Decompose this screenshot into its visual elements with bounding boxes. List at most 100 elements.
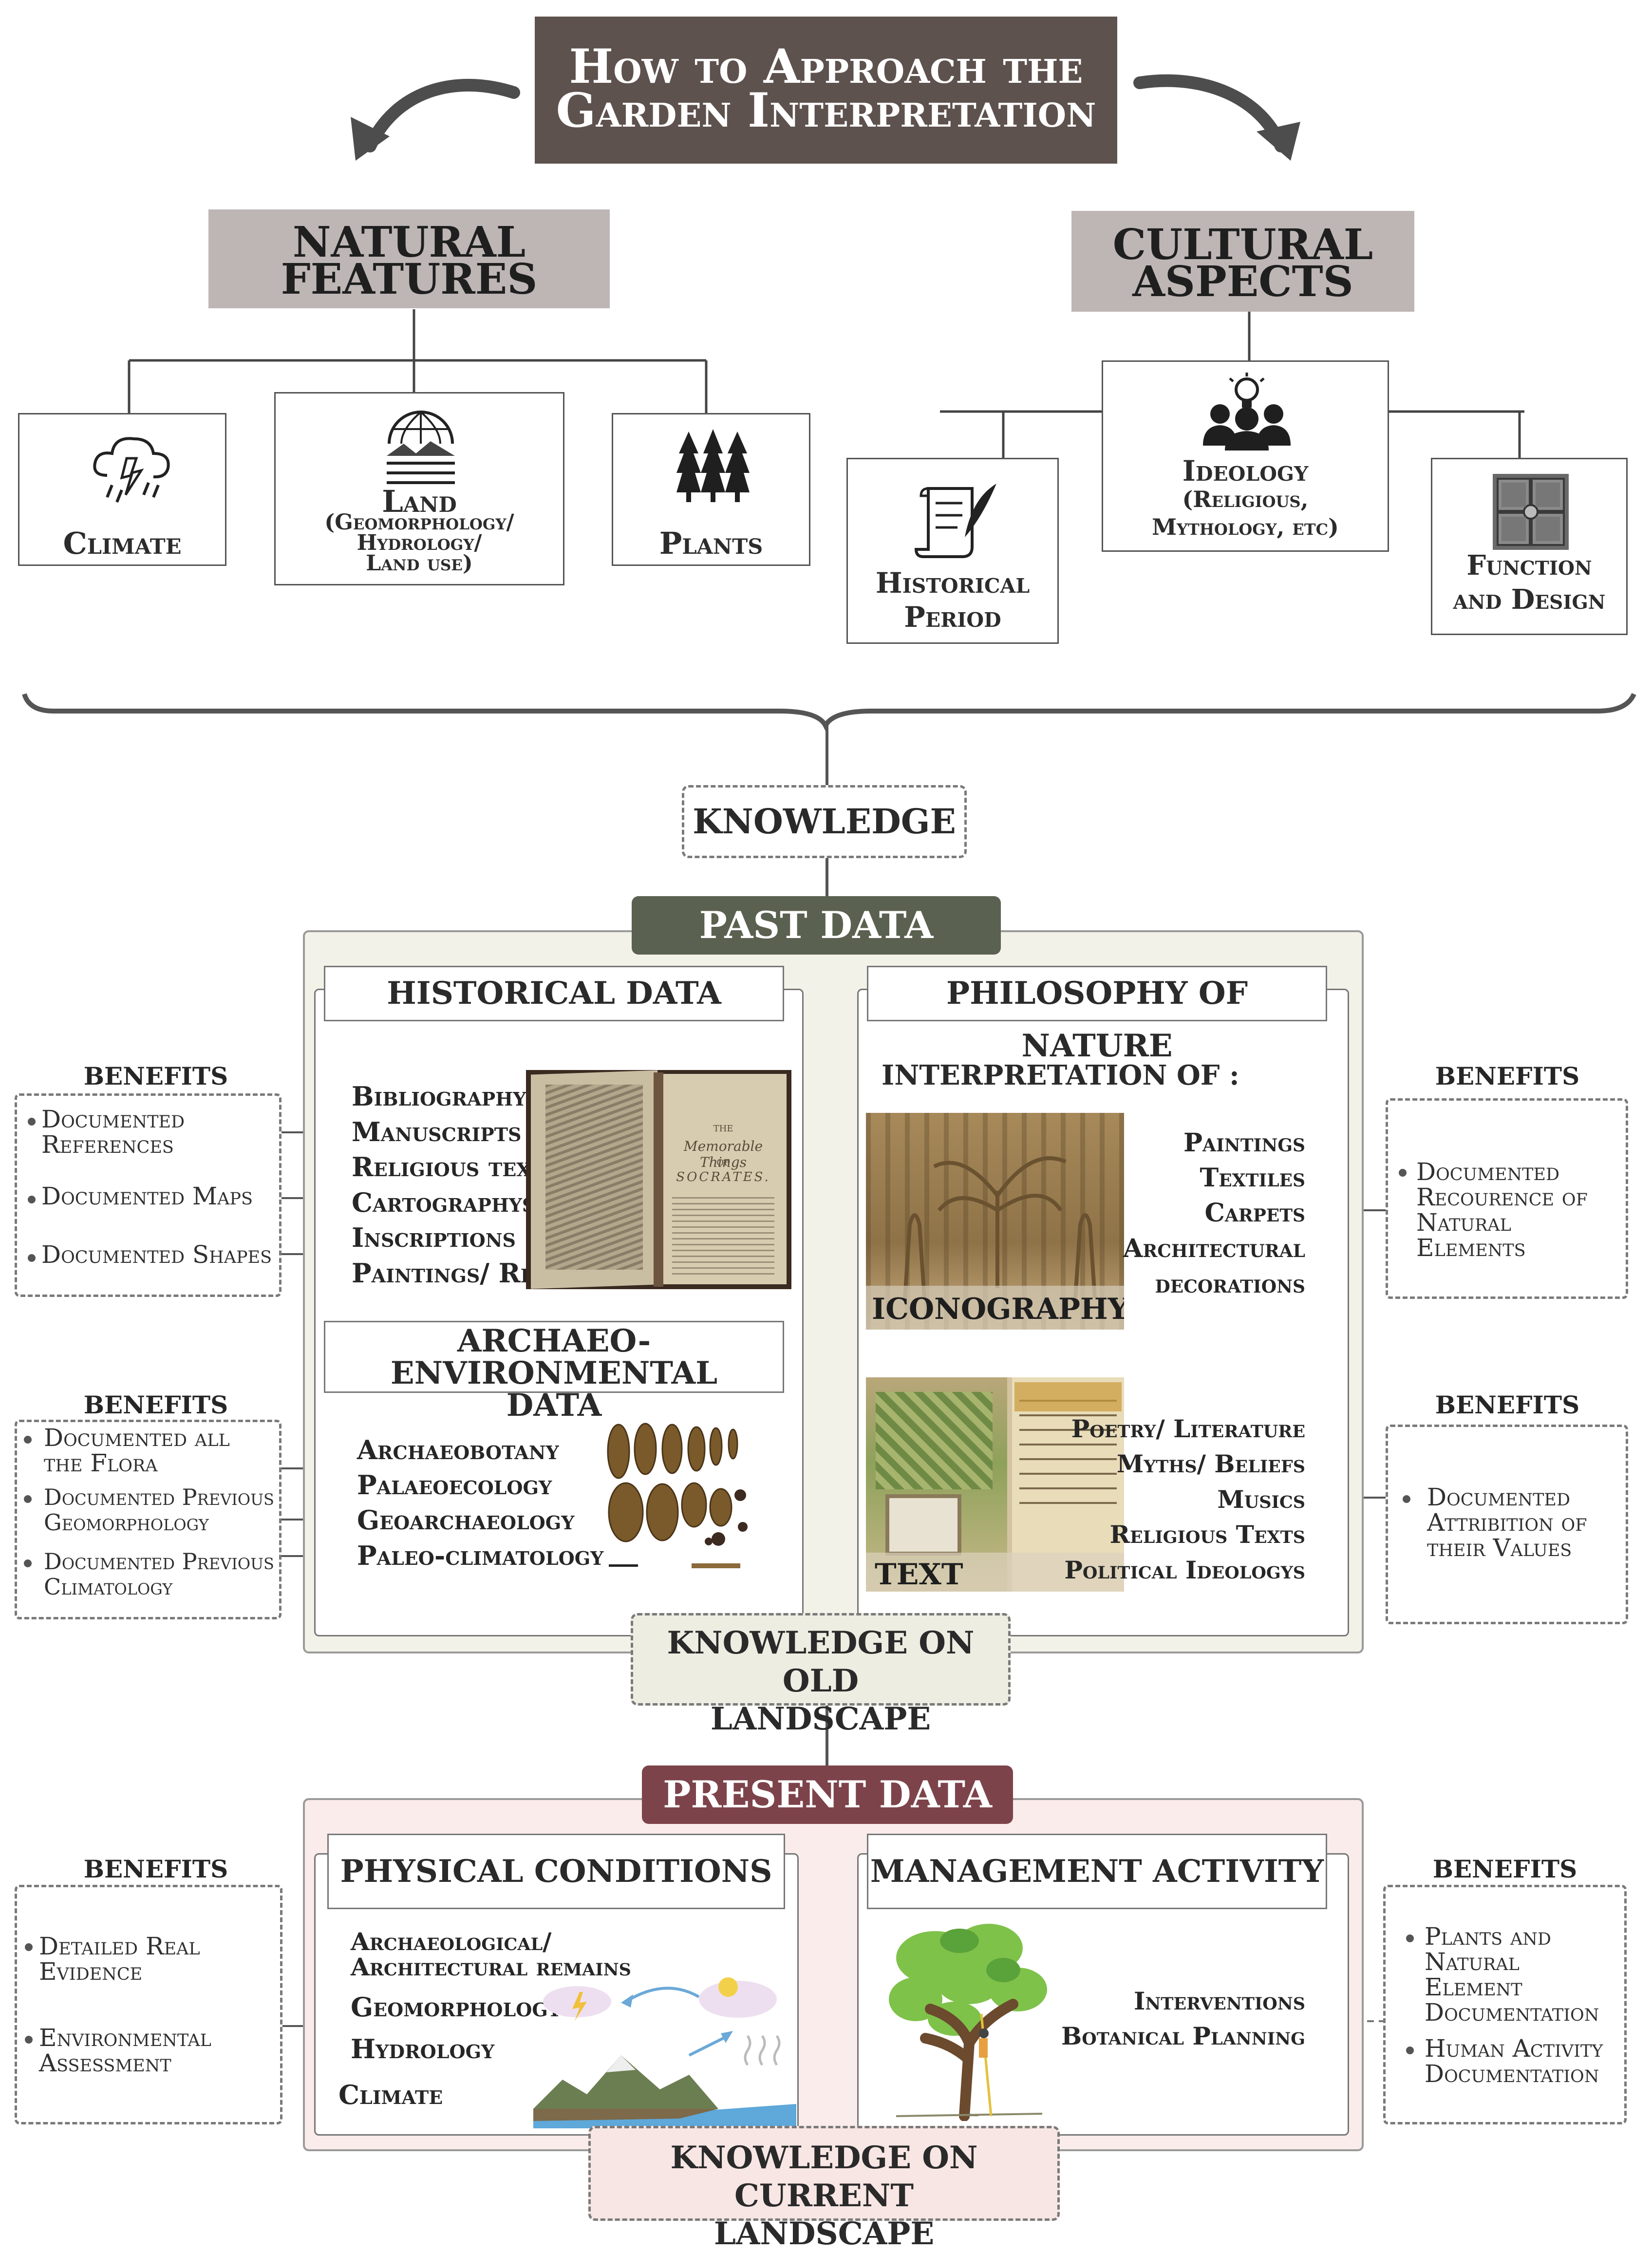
climate-label: Climate — [63, 526, 182, 561]
management-item-2: Botanical Planning — [1061, 2022, 1305, 2050]
land-sub1: (Geomorphology/ — [324, 510, 514, 535]
book-text-2: Memorable Things — [683, 1138, 763, 1170]
archaeo-data-title: ARCHAEO-ENVIRONMENTAL DATA — [324, 1321, 784, 1422]
past-data-title: PAST DATA — [632, 896, 1001, 955]
tree-icon — [889, 1924, 1047, 2121]
text-item-5: Political Ideologys — [1064, 1556, 1305, 1584]
book-text-3: OF — [716, 1158, 730, 1168]
natural-features-line2: FEATURES — [281, 255, 538, 304]
benefit-text-1: Documented Attribition of their Values — [1427, 1483, 1587, 1562]
pine-trees-icon — [676, 429, 750, 502]
iconography-item-2: Textiles — [1200, 1163, 1305, 1193]
iconography-item-1: Paintings — [1183, 1128, 1305, 1158]
benefits-historical-box: Documented References Documented Maps Do… — [15, 1093, 282, 1297]
text-item-1: Poetry/ Literature — [1071, 1414, 1305, 1443]
land-sub3: Land use) — [366, 551, 473, 576]
historical-item-5: Inscriptions — [352, 1222, 516, 1253]
benefit-management-2: Human Activity Documentation — [1425, 2034, 1603, 2088]
benefits-physical-head: BENEFITS — [83, 1855, 228, 1883]
benefit-management-1: Plants and Natural Element Documentation — [1425, 1922, 1599, 2027]
old-book-image: THE Memorable Things OF SOCRATES. — [526, 1070, 791, 1289]
natural-features-line1: NATURAL — [292, 218, 526, 267]
scroll-quill-icon — [914, 484, 996, 558]
benefit-historical-3: Documented Shapes — [41, 1240, 272, 1269]
text-item-2: Myths/ Beliefs — [1116, 1449, 1305, 1478]
cultural-aspects-line2: ASPECTS — [1132, 257, 1353, 306]
physical-item-3: Geomorphology — [351, 1991, 561, 2023]
main-title-line1: How to Approach the — [569, 39, 1083, 94]
present-data-title: PRESENT DATA — [642, 1765, 1013, 1824]
archaeo-item-2: Palaeoecology — [357, 1469, 552, 1501]
benefits-management-head: BENEFITS — [1432, 1855, 1577, 1883]
benefits-archaeo-box: Documented all the Flora Documented Prev… — [15, 1420, 282, 1619]
interpretation-label: INTERPRETATION OF : — [882, 1059, 1239, 1091]
knowledge-label: KNOWLEDGE — [693, 801, 956, 842]
benefit-archaeo-2: Documented Previous Geomorphology — [44, 1484, 274, 1536]
storm-cloud-icon — [93, 437, 170, 503]
knowledge-old-landscape-box: KNOWLEDGE ON OLD LANDSCAPE — [631, 1613, 1011, 1737]
benefit-physical-2: Environmental Assessment — [39, 2024, 211, 2077]
archaeobotany-seeds-image — [607, 1423, 748, 1568]
ideology-label: Ideology — [1182, 454, 1309, 488]
knowledge-old-line2: LANDSCAPE — [710, 1701, 931, 1737]
knowledge-box: KNOWLEDGE — [682, 785, 967, 858]
knowledge-current-line1: KNOWLEDGE ON CURRENT — [670, 2140, 978, 2214]
physical-item-1: Archaeological/ — [351, 1927, 552, 1956]
archaeo-item-1: Archaeobotany — [357, 1434, 559, 1465]
physical-item-4: Hydrology — [351, 2033, 495, 2065]
iconography-item-4: Architectural — [1123, 1234, 1305, 1263]
iconography-relief-image: ICONOGRAPHY — [866, 1113, 1124, 1330]
historical-item-2: Manuscripts — [352, 1116, 522, 1147]
iconography-label: ICONOGRAPHY — [872, 1292, 1124, 1326]
knowledge-current-line2: LANDSCAPE — [713, 2215, 935, 2252]
physical-item-2: Architectural remains — [351, 1953, 631, 1981]
benefit-historical-2: Documented Maps — [41, 1182, 253, 1210]
text-manuscript-image: TEXT — [866, 1377, 1124, 1592]
ideology-sub1: (Religious, — [1182, 486, 1309, 512]
philosophy-title: PHILOSOPHY OF NATURE — [867, 966, 1327, 1064]
land-label: Land — [382, 484, 457, 519]
plants-box: Plants — [612, 413, 810, 566]
iconography-item-5: decorations — [1155, 1269, 1305, 1299]
garden-plan-icon — [1493, 474, 1569, 550]
archaeo-title-line2: DATA — [506, 1387, 602, 1424]
cultural-aspects-line1: CULTURAL — [1112, 220, 1373, 269]
benefit-physical-1: Detailed Real Evidence — [39, 1932, 200, 1986]
ideology-sub2: Mythology, etc) — [1152, 514, 1339, 540]
historical-item-1: Bibliography — [352, 1081, 526, 1112]
historical-data-title: HISTORICAL DATA — [324, 966, 784, 1021]
land-box: Land (Geomorphology/ Hydrology/ Land use… — [274, 392, 564, 585]
historical-period-line2: Period — [904, 601, 1001, 634]
ideology-box: Ideology (Religious, Mythology, etc) — [1102, 360, 1389, 552]
natural-features-heading: NATURAL FEATURES — [208, 209, 610, 308]
benefit-iconography-1: Documented Recourence of Natural Element… — [1416, 1158, 1588, 1262]
historical-period-line1: Historical — [875, 566, 1030, 600]
text-item-3: Musics — [1217, 1485, 1305, 1514]
globe-landscape-icon — [387, 411, 455, 484]
physical-item-5: Climate — [338, 2079, 443, 2110]
iconography-item-3: Carpets — [1204, 1198, 1305, 1228]
benefits-iconography-box: Documented Recourence of Natural Element… — [1386, 1098, 1628, 1299]
benefits-iconography-head: BENEFITS — [1435, 1062, 1580, 1090]
management-item-1: Interventions — [1134, 1987, 1305, 2015]
historical-period-box: Historical Period — [846, 458, 1059, 644]
main-title-line2: Garden Interpretation — [556, 83, 1096, 138]
benefits-text-box: Documented Attribition of their Values — [1386, 1425, 1628, 1624]
benefits-text-head: BENEFITS — [1435, 1390, 1580, 1419]
benefits-management-box: Plants and Natural Element Documentation… — [1383, 1885, 1627, 2124]
function-design-box: Function and Design — [1431, 458, 1628, 635]
function-line1: Function — [1466, 549, 1592, 582]
climate-box: Climate — [18, 413, 226, 566]
water-cycle-icon — [533, 1977, 796, 2128]
archaeo-title-line1: ARCHAEO-ENVIRONMENTAL — [390, 1323, 718, 1391]
benefit-archaeo-3: Documented Previous Climatology — [44, 1548, 274, 1600]
land-sub2: Hydrology/ — [357, 530, 482, 555]
archaeo-item-4: Paleo-climatology — [357, 1540, 604, 1571]
book-text-1: THE — [713, 1124, 733, 1134]
text-item-4: Religious Texts — [1109, 1520, 1305, 1549]
physical-conditions-title: PHYSICAL CONDITIONS — [327, 1834, 785, 1909]
management-activity-title: MANAGEMENT ACTIVITY — [867, 1834, 1327, 1909]
text-label: TEXT — [875, 1558, 963, 1592]
cultural-aspects-heading: CULTURAL ASPECTS — [1071, 211, 1414, 312]
main-title: How to Approach the Garden Interpretatio… — [535, 17, 1117, 164]
